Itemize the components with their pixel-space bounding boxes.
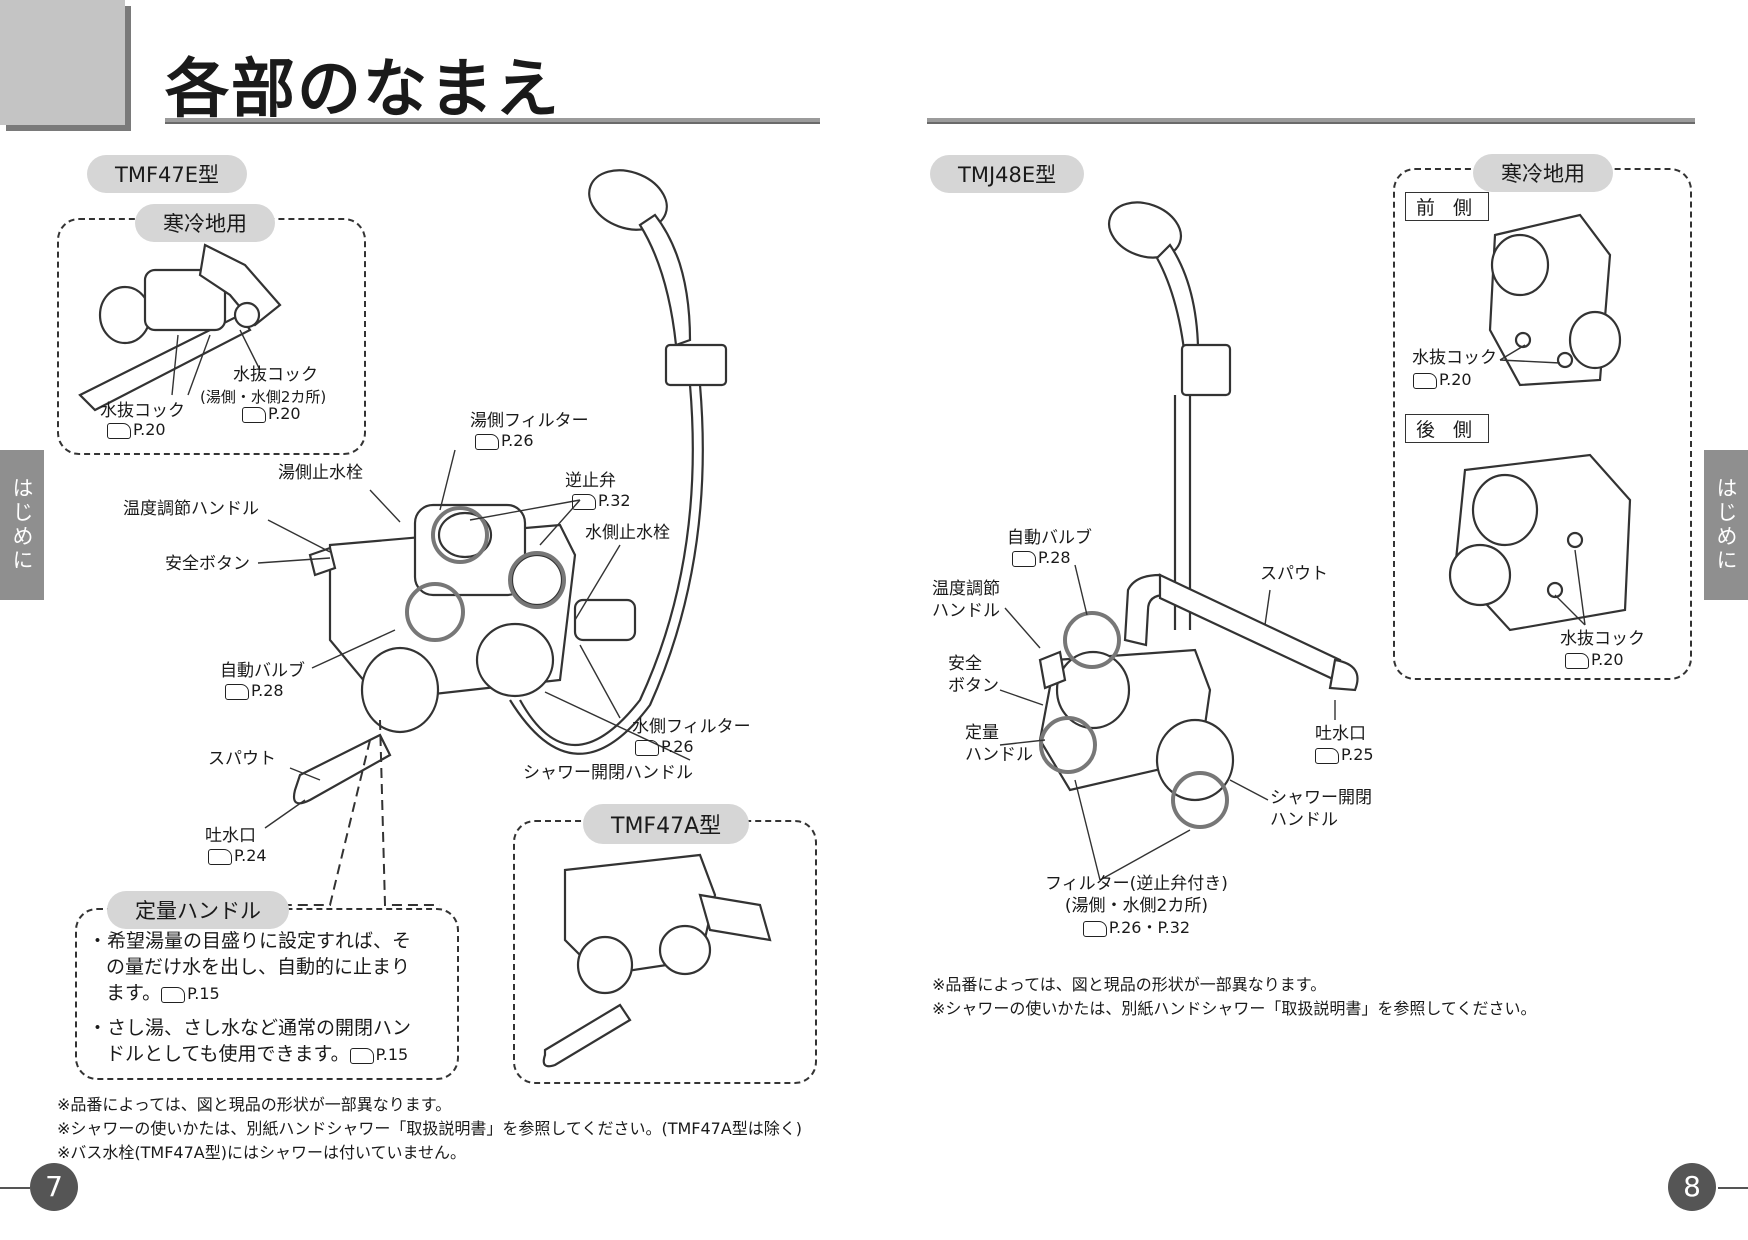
- pointing-hand-icon: [1565, 652, 1589, 669]
- outlet-ref[interactable]: P.24: [208, 846, 267, 865]
- tmf47a-box: [513, 820, 817, 1084]
- quantity-handle-label-right: 定量ハンドル: [965, 723, 1033, 765]
- drain-cock-front-ref[interactable]: P.20: [1413, 370, 1472, 389]
- page-line-left: [0, 1187, 30, 1189]
- cold-region-title-left: 寒冷地用: [135, 204, 275, 242]
- outlet-label: 吐水口: [205, 826, 256, 846]
- check-valve-ref[interactable]: P.32: [572, 491, 631, 510]
- cold-stop-valve-label: 水側止水栓: [585, 523, 670, 543]
- drain-cock-label-2: 水抜コック: [233, 365, 318, 385]
- shower-head-left-icon: [509, 169, 728, 755]
- temp-handle-label-right: 温度調節ハンドル: [932, 579, 1000, 621]
- pointing-hand-icon: [161, 986, 186, 1003]
- pointing-hand-icon: [1413, 372, 1437, 389]
- quantity-ref-2[interactable]: P.15: [349, 1045, 408, 1064]
- pointing-hand-icon: [349, 1047, 374, 1064]
- auto-valve-label-right: 自動バルブ: [1007, 528, 1092, 548]
- safety-button-label-right: 安全ボタン: [948, 654, 999, 696]
- cold-region-title-right: 寒冷地用: [1473, 154, 1613, 192]
- drain-cock-front-label: 水抜コック: [1412, 348, 1497, 368]
- mixer-body-left-icon: [292, 503, 637, 805]
- filter-ref-right[interactable]: P.26・P.32: [1045, 917, 1228, 939]
- model-tag-tmf47e: TMF47E型: [87, 155, 248, 193]
- cold-mixer-inset-icon: [78, 243, 282, 412]
- quantity-handle-title: 定量ハンドル: [107, 891, 289, 929]
- drain-cock-label-1: 水抜コック: [100, 401, 185, 421]
- check-valve-label: 逆止弁: [565, 471, 616, 491]
- right-notes: ※品番によっては、図と現品の形状が一部異なります。 ※シャワーの使いかたは、別紙…: [932, 975, 1537, 1018]
- page-line-right: [1718, 1187, 1748, 1189]
- cold-filter-ref[interactable]: P.26: [635, 737, 694, 756]
- shower-handle-label-right: シャワー開閉ハンドル: [1270, 788, 1372, 830]
- page-number-left: 7: [30, 1163, 78, 1211]
- front-side-label: 前 側: [1405, 192, 1490, 221]
- side-tab-right[interactable]: はじめに: [1704, 450, 1748, 600]
- hot-stop-valve-label: 湯側止水栓: [278, 463, 363, 483]
- title-rule-right: [927, 118, 1695, 124]
- title-block: [0, 0, 125, 125]
- cold-back-unit-icon: [1448, 453, 1632, 632]
- drain-cock-ref-2[interactable]: P.20: [242, 404, 301, 423]
- back-side-label: 後 側: [1405, 414, 1490, 443]
- pointing-hand-icon: [572, 493, 596, 510]
- pointing-hand-icon: [225, 683, 249, 700]
- pointing-hand-icon: [208, 848, 232, 865]
- auto-valve-label: 自動バルブ: [220, 661, 305, 681]
- auto-valve-ref[interactable]: P.28: [225, 681, 284, 700]
- temp-handle-label: 温度調節ハンドル: [123, 499, 259, 519]
- shower-handle-label: シャワー開閉ハンドル: [523, 763, 693, 783]
- drain-cock-back-ref[interactable]: P.20: [1565, 650, 1624, 669]
- outlet-ref-right[interactable]: P.25: [1315, 745, 1374, 764]
- drain-cock-sub-2: (湯側・水側2カ所): [200, 388, 327, 406]
- pointing-hand-icon: [242, 406, 266, 423]
- hot-filter-ref[interactable]: P.26: [475, 431, 534, 450]
- model-tag-tmf47a: TMF47A型: [583, 804, 750, 844]
- hot-filter-label: 湯側フィルター: [470, 411, 589, 431]
- auto-valve-ref-right[interactable]: P.28: [1012, 548, 1071, 567]
- pointing-hand-icon: [107, 422, 131, 439]
- pointing-hand-icon: [1315, 747, 1339, 764]
- filter-label-right: フィルター(逆止弁付き) (湯側・水側2カ所) P.26・P.32: [1045, 874, 1228, 939]
- shower-head-right-icon: [1108, 201, 1232, 630]
- quantity-bullet-2: ・さし湯、さし水など通常の開閉ハン ドルとしても使用できます。P.15: [88, 1017, 412, 1065]
- quantity-bullet-1: ・希望湯量の目盛りに設定すれば、そ の量だけ水を出し、自動的に止まり ます。P.…: [88, 930, 412, 1004]
- page-number-right: 8: [1668, 1163, 1716, 1211]
- drain-cock-ref-1[interactable]: P.20: [107, 420, 166, 439]
- side-tab-left[interactable]: はじめに: [0, 450, 44, 600]
- pointing-hand-icon: [1082, 920, 1107, 937]
- model-tag-tmj48e: TMJ48E型: [930, 155, 1085, 193]
- safety-button-label: 安全ボタン: [165, 554, 250, 574]
- drain-cock-back-label: 水抜コック: [1560, 629, 1645, 649]
- pointing-hand-icon: [1012, 550, 1036, 567]
- spout-label-right: スパウト: [1260, 564, 1328, 584]
- pointing-hand-icon: [475, 433, 499, 450]
- cold-front-unit-icon: [1488, 213, 1622, 387]
- quantity-ref-1[interactable]: P.15: [161, 984, 220, 1003]
- cold-filter-label: 水側フィルター: [632, 717, 751, 737]
- outlet-label-right: 吐水口: [1315, 724, 1366, 744]
- mixer-body-right-icon: [1038, 573, 1359, 802]
- title-rule-left: [165, 118, 820, 124]
- spout-label: スパウト: [208, 749, 276, 769]
- left-notes: ※品番によっては、図と現品の形状が一部異なります。 ※シャワーの使いかたは、別紙…: [57, 1095, 803, 1162]
- tmf47a-mixer-icon: [542, 853, 772, 1068]
- pointing-hand-icon: [635, 739, 659, 756]
- page-title: 各部のなまえ: [165, 53, 561, 127]
